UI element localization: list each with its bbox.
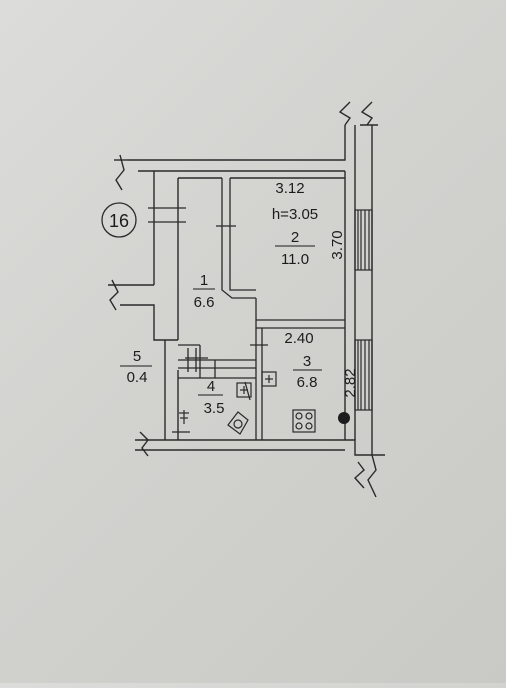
apartment-number-circle (101, 202, 137, 238)
toilet-icon (227, 411, 249, 435)
room-3-width: 2.40 (284, 330, 313, 347)
fraction-bars (120, 245, 322, 396)
ventilation-icon-bath (236, 382, 252, 398)
room-4-number: 4 (207, 378, 215, 395)
room-2-depth: 3.70 (329, 230, 346, 259)
room-3-depth: 2.82 (342, 368, 359, 397)
apartment-number: 16 (109, 211, 129, 231)
room-3-number: 3 (303, 353, 311, 370)
room-5-number: 5 (133, 348, 141, 365)
room-1-area: 6.6 (194, 294, 215, 311)
window-lower (354, 339, 373, 411)
room-4-area: 3.5 (204, 400, 225, 417)
door-marks (148, 207, 268, 433)
window-upper (354, 209, 373, 271)
walls (108, 101, 385, 498)
sink-icon (179, 410, 189, 424)
room-2-area: 11.0 (281, 251, 309, 268)
ventilation-icon (261, 371, 277, 387)
room-3-area: 6.8 (297, 374, 318, 391)
gas-riser-icon (338, 412, 350, 424)
ceiling-height: h=3.05 (272, 206, 318, 223)
room-2-width: 3.12 (275, 180, 304, 197)
room-2-number: 2 (291, 229, 299, 246)
room-5-area: 0.4 (127, 369, 148, 386)
room-1-number: 1 (200, 272, 208, 289)
stove-icon (292, 409, 316, 433)
